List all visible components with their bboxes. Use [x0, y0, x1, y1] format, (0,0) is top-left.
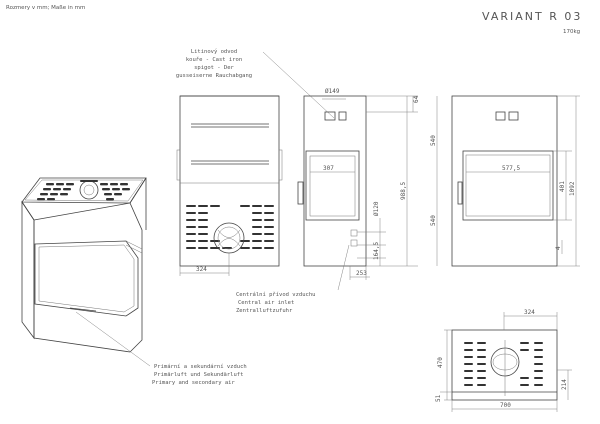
flue-diameter-dimension: Ø149: [325, 88, 340, 95]
side-total-height-dimension: 988,5: [400, 182, 407, 200]
side-height-dimensions: 540 540: [430, 96, 438, 266]
side-door-width-dimension: 307: [323, 165, 334, 172]
model-weight: 170kg: [563, 29, 580, 35]
front-glass-width-dimension: 577,5: [502, 165, 520, 172]
front-total-height-dimension: 1092: [569, 181, 576, 196]
side-upper-height-dimension: 540: [430, 135, 437, 146]
back-view: 324: [176, 95, 283, 276]
svg-text:Primární a sekundární vzduch: Primární a sekundární vzduch: [154, 363, 247, 370]
side-lower-height-dimension: 540: [430, 215, 437, 226]
side-view: Ø149 307 Ø120 164,5 253 64 988,5: [297, 88, 420, 280]
plan-depth-dimension: 470: [437, 357, 444, 368]
side-top-offset-dimension: 64: [413, 95, 420, 103]
dimensions-note: Rozmery v mm; Maße in mm: [6, 5, 85, 11]
svg-text:Centrální přívod vzduchu: Centrální přívod vzduchu: [236, 291, 315, 298]
isometric-view: [21, 177, 147, 353]
front-glass-height-dimension: 401: [559, 181, 566, 192]
central-air-callout: Centrální přívod vzduchu Central air inl…: [236, 244, 350, 314]
plan-width-dimension: 700: [500, 402, 511, 409]
svg-text:kouře - Cast iron: kouře - Cast iron: [186, 56, 242, 63]
svg-text:Zentralluftzufuhr: Zentralluftzufuhr: [236, 308, 293, 314]
side-air-height-dimension: 164,5: [373, 242, 380, 260]
front-bottom-gap-dimension: 4: [555, 246, 562, 250]
back-width-dimension: 324: [196, 266, 207, 273]
svg-text:Central air inlet: Central air inlet: [238, 300, 294, 306]
plan-view: 324: [435, 309, 572, 412]
plan-depth-offset-dimension: 324: [524, 309, 535, 316]
svg-text:Primärluft und Sekundärluft: Primärluft und Sekundärluft: [154, 372, 243, 378]
front-view: 577,5 401 1092 4: [451, 95, 580, 267]
svg-text:spigot - Der: spigot - Der: [194, 65, 234, 71]
top-grille: [37, 180, 130, 201]
plan-front-depth-dimension: 214: [561, 379, 568, 390]
side-depth-offset-dimension: 253: [356, 270, 367, 277]
spigot-callout: Litinový odvod kouře - Cast iron spigot …: [176, 48, 335, 119]
plan-bottom-offset-dimension: 51: [435, 394, 442, 402]
svg-text:Litinový odvod: Litinový odvod: [191, 48, 237, 55]
svg-text:gusseiserne Rauchabgang: gusseiserne Rauchabgang: [176, 73, 252, 79]
side-air-diameter-dimension: Ø120: [373, 201, 380, 216]
svg-text:Primary and secondary air: Primary and secondary air: [152, 380, 235, 386]
flue-outlet-icon: [79, 180, 99, 200]
plan-grille: [464, 342, 543, 386]
primary-secondary-air-callout: Primární a sekundární vzduch Primärluft …: [75, 311, 247, 386]
model-title: VARIANT R 03: [482, 10, 582, 23]
back-grille: [186, 205, 274, 249]
